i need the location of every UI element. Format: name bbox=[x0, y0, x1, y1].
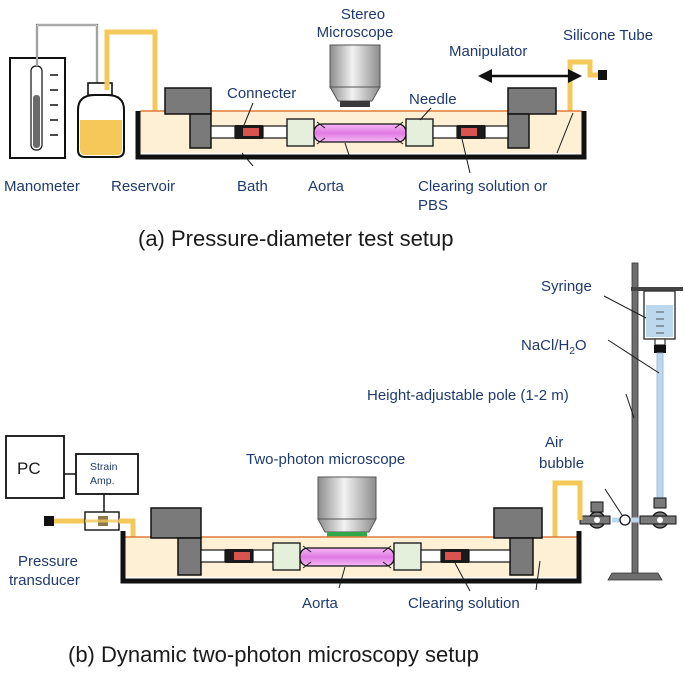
clearing-solution-label-line1: Clearing solution or bbox=[418, 178, 547, 195]
left-manipulator-b bbox=[150, 507, 202, 576]
syringe-icon bbox=[631, 287, 683, 353]
aorta-label-a: Aorta bbox=[308, 178, 345, 195]
right-manipulator-b bbox=[493, 507, 543, 576]
two-photon-microscope-label: Two-photon microscope bbox=[246, 451, 405, 468]
air-bubble-label-line2: bubble bbox=[539, 455, 584, 472]
left-manipulator-a bbox=[164, 87, 212, 149]
aorta-label-b: Aorta bbox=[302, 595, 339, 612]
panel-b-caption: (b) Dynamic two-photon microscopy setup bbox=[68, 642, 479, 667]
strain-amp-box bbox=[75, 453, 139, 495]
clearing-solution-label-b: Clearing solution bbox=[408, 595, 520, 612]
pc-box bbox=[5, 435, 65, 499]
stereo-microscope-label-line2: Microscope bbox=[317, 24, 394, 41]
clearing-solution-label-line2: PBS bbox=[418, 197, 448, 214]
reservoir-label: Reservoir bbox=[111, 178, 175, 195]
nacl-label-prefix: NaCl/H bbox=[521, 337, 569, 354]
pressure-transducer-label-line2: transducer bbox=[9, 572, 80, 589]
panel-a-caption: (a) Pressure-diameter test setup bbox=[138, 226, 453, 251]
panel-b: Syringe NaCl/H2O Height-adjustable pole … bbox=[5, 262, 683, 667]
air-bubble-label-line1: Air bbox=[545, 434, 563, 451]
manipulator-arrow-icon bbox=[478, 69, 582, 83]
nacl-label-sub: 2 bbox=[569, 346, 575, 357]
pressure-transducer-icon bbox=[44, 511, 120, 531]
strain-amp-label-line1: Strain bbox=[90, 461, 118, 473]
leader-lines-b bbox=[338, 295, 660, 592]
needle-label: Needle bbox=[409, 91, 457, 108]
silicone-tube-label: Silicone Tube bbox=[563, 27, 653, 44]
stereo-microscope-label-line1: Stereo bbox=[341, 6, 385, 23]
air-bubble-icon bbox=[619, 514, 631, 526]
right-manipulator-a bbox=[507, 87, 557, 149]
nacl-label-suffix: O bbox=[575, 337, 587, 354]
cannula-assembly-a bbox=[210, 118, 509, 147]
manometer-icon bbox=[9, 23, 99, 159]
connecter-label: Connecter bbox=[227, 85, 296, 102]
two-photon-microscope-icon bbox=[317, 476, 377, 540]
leader-lines-a bbox=[241, 102, 574, 174]
pressure-transducer-label-line1: Pressure bbox=[18, 553, 78, 570]
stereo-microscope-icon bbox=[329, 44, 381, 107]
left-stopcock-icon bbox=[579, 501, 611, 529]
right-stopcock-icon bbox=[639, 497, 677, 529]
nacl-label: NaCl/H2O bbox=[521, 337, 587, 357]
strain-amp-label-line2: Amp. bbox=[90, 475, 115, 487]
cannula-assembly-b bbox=[200, 542, 511, 571]
bath-label: Bath bbox=[237, 178, 268, 195]
pole-label: Height-adjustable pole (1-2 m) bbox=[367, 387, 569, 404]
reservoir-icon bbox=[77, 82, 125, 158]
panel-a: Stereo Microscope Manipulator Silicone T… bbox=[4, 6, 653, 251]
height-adjustable-pole bbox=[607, 262, 663, 581]
manipulator-label: Manipulator bbox=[449, 43, 527, 60]
pc-label: PC bbox=[17, 459, 41, 478]
syringe-label: Syringe bbox=[541, 278, 592, 295]
manometer-label: Manometer bbox=[4, 178, 80, 195]
